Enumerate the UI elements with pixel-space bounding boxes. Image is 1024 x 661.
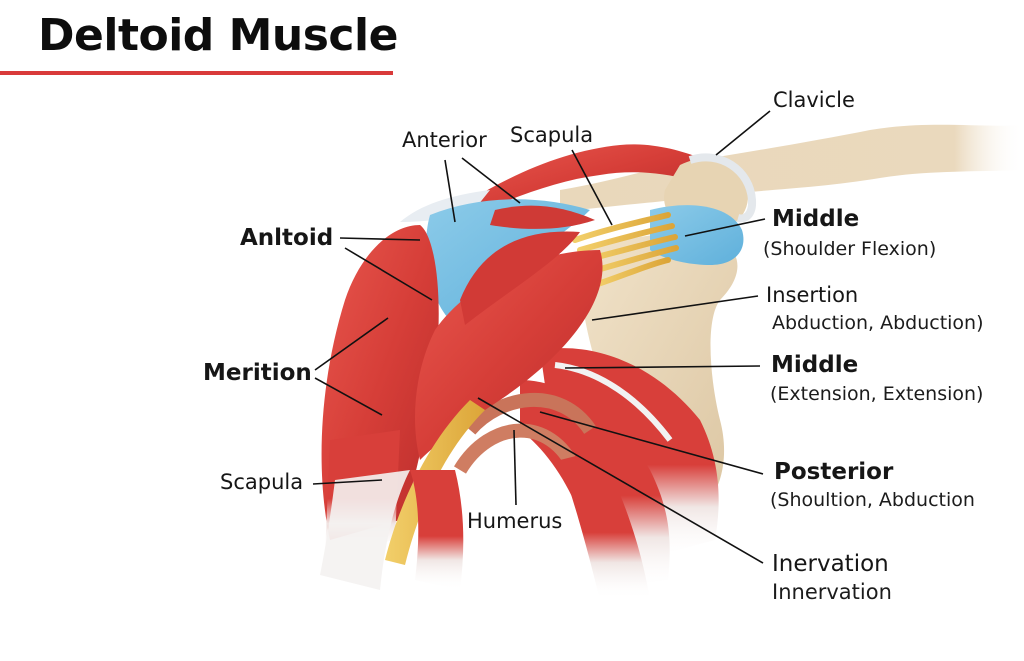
label-humerus: Humerus <box>467 509 563 533</box>
label-middle-2-title: Middle <box>771 352 859 378</box>
label-inervation-title: Inervation <box>772 551 889 577</box>
label-insertion-subtitle: Abduction, Abduction) <box>772 312 984 334</box>
label-inervation-subtitle: Innervation <box>772 580 892 604</box>
title-underline <box>0 71 393 75</box>
label-anltoid: Anltoid <box>240 225 334 251</box>
label-middle-1-title: Middle <box>772 206 860 232</box>
label-posterior-title: Posterior <box>774 459 894 485</box>
label-merition: Merition <box>203 360 312 386</box>
label-scapula-top: Scapula <box>510 123 594 147</box>
label-middle-2-subtitle: (Extension, Extension) <box>770 383 984 405</box>
label-scapula-bottom: Scapula <box>220 470 304 494</box>
label-anterior: Anterior <box>402 128 487 152</box>
label-middle-1-subtitle: (Shoulder Flexion) <box>763 238 937 260</box>
label-insertion-title: Insertion <box>766 283 859 307</box>
diagram-title: Deltoid Muscle <box>38 10 398 61</box>
label-posterior-subtitle: (Shoultion, Abduction <box>770 489 975 511</box>
label-clavicle: Clavicle <box>773 88 855 112</box>
